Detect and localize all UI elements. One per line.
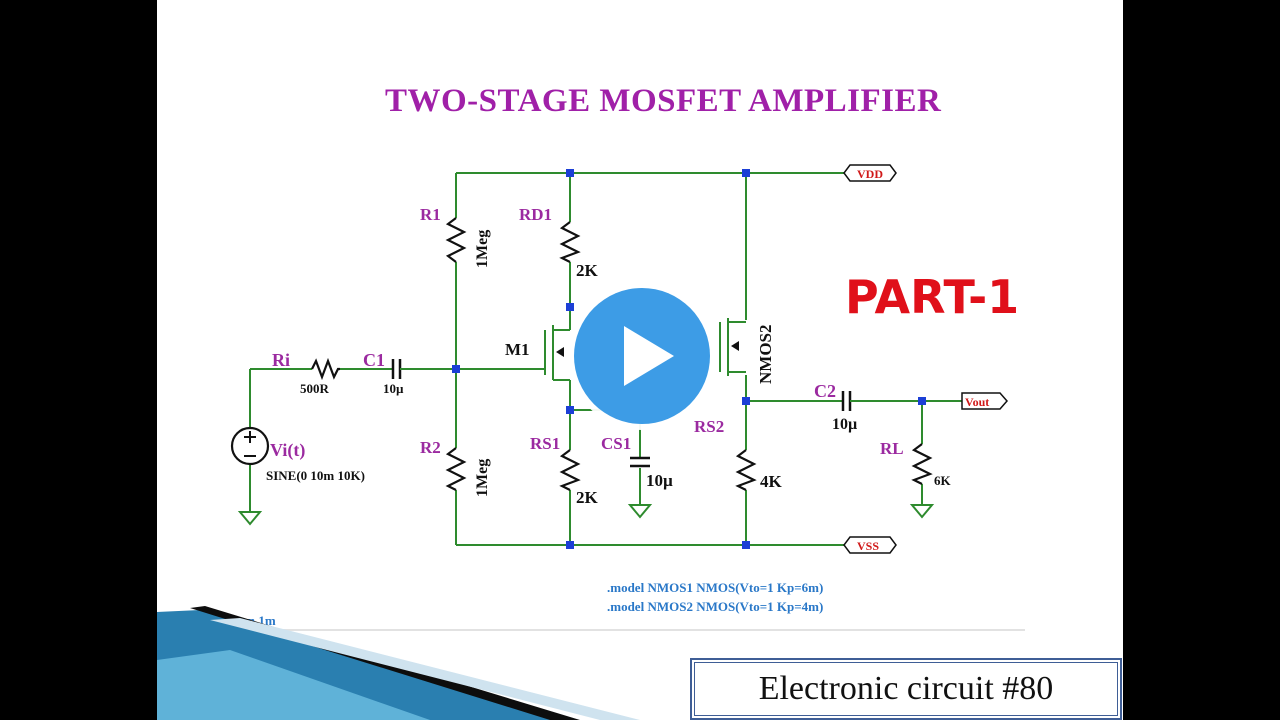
ri-symbol xyxy=(311,357,340,381)
mosfet-arrows xyxy=(556,341,739,357)
net-flags: VDD VSS Vout xyxy=(843,164,1008,554)
tran-directive: .tran 1m xyxy=(228,613,276,628)
rs1-symbol xyxy=(559,449,581,491)
resistors xyxy=(311,217,933,491)
junction-dots xyxy=(452,169,926,549)
cs1-value: 10µ xyxy=(646,471,673,490)
m1-name: M1 xyxy=(505,340,530,359)
part-label: PART-1 xyxy=(845,270,1020,324)
slide-title: TWO-STAGE MOSFET AMPLIFIER xyxy=(385,83,942,119)
episode-badge: Electronic circuit #80 xyxy=(690,658,1122,720)
ground-symbols xyxy=(237,504,935,526)
r1-name: R1 xyxy=(420,205,441,224)
rs2-symbol xyxy=(735,449,757,491)
circuit-schematic: VDD VSS Vout R1 1Meg RD1 2K Ri 500R C1 1… xyxy=(228,164,1008,628)
vi-value: SINE(0 10m 10K) xyxy=(266,468,365,483)
vdd-flag xyxy=(843,164,897,182)
ri-name: Ri xyxy=(272,350,290,370)
rl-symbol xyxy=(911,443,933,485)
play-icon xyxy=(624,326,674,386)
vdd-label: VDD xyxy=(857,167,883,181)
rd1-value: 2K xyxy=(576,261,599,280)
rs1-value: 2K xyxy=(576,488,599,507)
r1-value: 1Meg xyxy=(474,230,491,268)
model1-directive: .model NMOS1 NMOS(Vto=1 Kp=6m) xyxy=(607,580,823,595)
vout-label: Vout xyxy=(965,395,989,409)
rs2-value: 4K xyxy=(760,472,783,491)
r2-symbol xyxy=(445,447,467,491)
rs1-name: RS1 xyxy=(530,434,560,453)
rl-value: 6K xyxy=(934,473,952,488)
rs2-name: RS2 xyxy=(694,417,724,436)
voltage-source xyxy=(230,426,270,466)
r1-symbol xyxy=(445,217,467,263)
vss-flag xyxy=(843,536,897,554)
r2-value: 1Meg xyxy=(474,459,491,497)
ri-value: 500R xyxy=(300,381,330,396)
rl-name: RL xyxy=(880,439,904,458)
c2-value: 10µ xyxy=(832,416,857,433)
c1-value: 10µ xyxy=(383,381,404,396)
rd1-symbol xyxy=(559,221,581,263)
r2-name: R2 xyxy=(420,438,441,457)
vout-flag xyxy=(961,392,1008,410)
rd1-name: RD1 xyxy=(519,205,552,224)
capacitors xyxy=(391,359,853,468)
c2-name: C2 xyxy=(814,381,836,401)
spice-directives: .model NMOS1 NMOS(Vto=1 Kp=6m) .model NM… xyxy=(228,580,823,628)
c1-name: C1 xyxy=(363,350,385,370)
vi-name: Vi(t) xyxy=(270,440,305,461)
model2-directive: .model NMOS2 NMOS(Vto=1 Kp=4m) xyxy=(607,599,823,614)
episode-badge-text: Electronic circuit #80 xyxy=(758,670,1054,707)
cs1-name: CS1 xyxy=(601,434,631,453)
vss-label: VSS xyxy=(857,539,879,553)
play-button[interactable] xyxy=(574,288,710,424)
nmos2-name: NMOS2 xyxy=(756,325,775,385)
component-labels: R1 1Meg RD1 2K Ri 500R C1 10µ M1 NMOS2 C… xyxy=(266,205,952,507)
